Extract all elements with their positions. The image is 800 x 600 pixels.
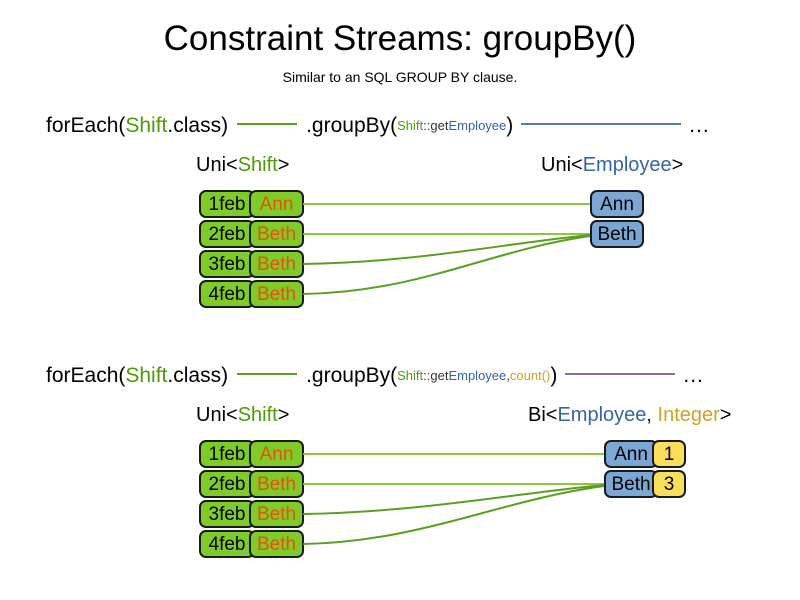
shift-date-cell: 3feb bbox=[199, 500, 255, 528]
shift-employee-cell: Ann bbox=[249, 190, 304, 218]
foreach-close: .class) bbox=[167, 364, 229, 387]
group-count-cell: 3 bbox=[652, 470, 686, 498]
groupby-arg-class: Shift bbox=[397, 368, 424, 383]
shift-employee-cell: Ann bbox=[249, 440, 304, 468]
group-employee-cell: Beth bbox=[604, 470, 658, 498]
foreach-close: .class) bbox=[167, 114, 229, 137]
signature-line-groupby-key-only: forEach( Shift .class) .groupBy( Shift :… bbox=[46, 113, 710, 139]
right-type-suffix: > bbox=[719, 404, 732, 426]
connector-groupby-to-stream bbox=[521, 123, 682, 125]
group-count-cell: 1 bbox=[652, 440, 686, 468]
right-type-separator: , bbox=[646, 404, 658, 426]
connector-foreach-to-groupby bbox=[237, 123, 298, 125]
shift-employee-cell: Beth bbox=[249, 220, 304, 248]
shift-employee-cell: Beth bbox=[249, 470, 304, 498]
shift-fact-box: 3feb Beth bbox=[199, 500, 304, 528]
wire-shift-4feb-to-beth bbox=[302, 485, 605, 545]
connector-groupby-to-stream bbox=[565, 373, 676, 375]
groupby-arg-comma: , bbox=[506, 368, 510, 383]
shift-date-cell: 3feb bbox=[199, 250, 255, 278]
groupby-arg-class: Shift bbox=[397, 118, 424, 133]
groupby-open: .groupBy( bbox=[306, 364, 398, 387]
shift-date-cell: 1feb bbox=[199, 440, 255, 468]
shift-date-cell: 2feb bbox=[199, 470, 255, 498]
page-subtitle: Similar to an SQL GROUP BY clause. bbox=[282, 69, 518, 85]
groupby-arg-property: Employee bbox=[448, 118, 507, 133]
shift-fact-box: 2feb Beth bbox=[199, 470, 304, 498]
shift-fact-box: 2feb Beth bbox=[199, 220, 304, 248]
right-type-name: Employee bbox=[557, 404, 647, 426]
shift-date-cell: 4feb bbox=[199, 280, 255, 308]
right-type-name-2: Integer bbox=[657, 404, 720, 426]
left-type-suffix: > bbox=[277, 154, 290, 176]
right-type-label-groupby-key-count: Bi<Employee, Integer> bbox=[528, 403, 731, 427]
signature-line-groupby-key-count: forEach( Shift .class) .groupBy( Shift :… bbox=[46, 363, 704, 389]
group-result-box: Ann bbox=[590, 190, 644, 218]
left-type-prefix: Uni< bbox=[196, 404, 238, 426]
wire-shift-4feb-to-beth bbox=[302, 235, 591, 295]
group-result-box: Beth bbox=[590, 220, 644, 248]
shift-employee-cell: Beth bbox=[249, 280, 304, 308]
group-result-box: Beth 3 bbox=[604, 470, 686, 498]
shift-fact-box: 3feb Beth bbox=[199, 250, 304, 278]
right-type-name: Employee bbox=[582, 154, 672, 176]
wire-shift-3feb-to-beth bbox=[302, 234, 591, 265]
shift-fact-box: 1feb Ann bbox=[199, 190, 304, 218]
connector-foreach-to-groupby bbox=[237, 373, 298, 375]
shift-fact-box: 4feb Beth bbox=[199, 280, 304, 308]
shift-fact-box: 4feb Beth bbox=[199, 530, 304, 558]
shift-date-cell: 2feb bbox=[199, 220, 255, 248]
foreach-open: forEach( bbox=[46, 114, 126, 137]
groupby-open: .groupBy( bbox=[306, 114, 398, 137]
group-employee-cell: Beth bbox=[590, 220, 644, 248]
foreach-type: Shift bbox=[125, 364, 168, 387]
shift-employee-cell: Beth bbox=[249, 530, 304, 558]
group-employee-cell: Ann bbox=[590, 190, 644, 218]
left-type-name: Shift bbox=[237, 404, 278, 426]
right-type-label-groupby-key-only: Uni<Employee> bbox=[541, 153, 683, 177]
groupby-close: ) bbox=[550, 364, 558, 387]
groupby-arg-property: Employee bbox=[448, 368, 507, 383]
left-type-label-groupby-key-only: Uni<Shift> bbox=[196, 153, 289, 177]
shift-employee-cell: Beth bbox=[249, 500, 304, 528]
right-type-suffix: > bbox=[671, 154, 684, 176]
group-employee-cell: Ann bbox=[604, 440, 658, 468]
right-type-prefix: Bi< bbox=[528, 404, 558, 426]
group-result-box: Ann 1 bbox=[604, 440, 686, 468]
left-type-suffix: > bbox=[277, 404, 290, 426]
shift-employee-cell: Beth bbox=[249, 250, 304, 278]
shift-date-cell: 4feb bbox=[199, 530, 255, 558]
groupby-arg-separator: ::get bbox=[423, 368, 449, 383]
wire-shift-3feb-to-beth bbox=[302, 484, 605, 515]
left-type-name: Shift bbox=[237, 154, 278, 176]
page-title: Constraint Streams: groupBy() bbox=[163, 19, 637, 58]
shift-date-cell: 1feb bbox=[199, 190, 255, 218]
left-type-prefix: Uni< bbox=[196, 154, 238, 176]
right-type-prefix: Uni< bbox=[541, 154, 583, 176]
stream-ellipsis: ... bbox=[689, 114, 710, 137]
foreach-open: forEach( bbox=[46, 364, 126, 387]
left-type-label-groupby-key-count: Uni<Shift> bbox=[196, 403, 289, 427]
foreach-type: Shift bbox=[125, 114, 168, 137]
groupby-arg-collector: count() bbox=[509, 368, 551, 383]
stream-ellipsis: ... bbox=[683, 364, 704, 387]
groupby-close: ) bbox=[506, 114, 514, 137]
groupby-arg-separator: ::get bbox=[423, 118, 449, 133]
shift-fact-box: 1feb Ann bbox=[199, 440, 304, 468]
